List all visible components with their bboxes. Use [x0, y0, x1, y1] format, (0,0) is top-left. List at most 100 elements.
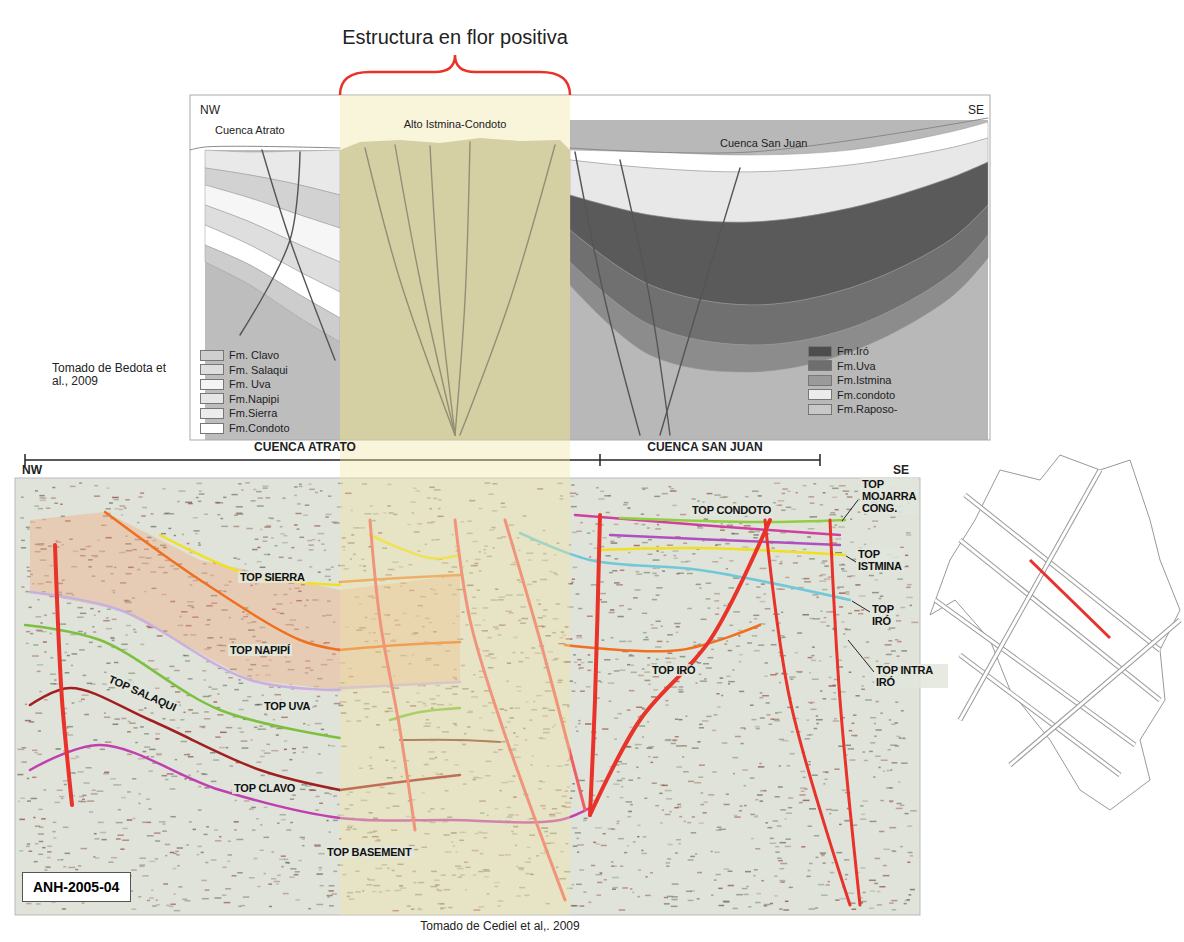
- seismic-reflector: [70, 486, 76, 488]
- seismic-reflector: [813, 618, 820, 620]
- seismic-reflector: [905, 555, 908, 557]
- seismic-reflector: [674, 555, 677, 557]
- seismic-reflector: [110, 638, 114, 640]
- seismic-reflector: [274, 694, 280, 696]
- seismic-reflector: [782, 637, 785, 639]
- seismic-reflector: [104, 672, 106, 674]
- seismic-reflector: [609, 572, 613, 574]
- seismic-reflector: [753, 875, 756, 877]
- seismic-reflector: [235, 800, 237, 802]
- seismic-reflector: [196, 763, 202, 765]
- seismic-reflector: [583, 891, 586, 893]
- seismic-reflector: [674, 739, 677, 741]
- seismic-reflector: [638, 869, 641, 871]
- illustration: [15, 55, 1180, 915]
- seismic-reflector: [742, 888, 747, 890]
- section-ground: [190, 95, 990, 440]
- seismic-reflector: [848, 613, 852, 615]
- seismic-reflector: [753, 537, 757, 539]
- seismic-reflector: [761, 583, 765, 585]
- seismic-reflector: [728, 885, 734, 887]
- seismic-reflector: [824, 565, 828, 567]
- seismic-reflector: [636, 573, 642, 575]
- seismic-reflector: [829, 685, 836, 687]
- seismic-reflector: [184, 778, 186, 780]
- seismic-reflector: [290, 798, 294, 800]
- seismic-reflector: [720, 529, 725, 531]
- seismic-reflector: [258, 497, 263, 499]
- seismic-reflector: [732, 669, 734, 671]
- seismic-reflector: [602, 833, 605, 835]
- seismic-reflector: [87, 800, 94, 802]
- seismic-reflector: [696, 682, 698, 684]
- seismic-reflector: [708, 794, 714, 796]
- seismic-reflector: [636, 767, 638, 769]
- seismic-reflector: [805, 738, 811, 740]
- seismic-reflector: [614, 670, 619, 672]
- seismic-reflector: [243, 896, 249, 898]
- seismic-reflector: [627, 664, 630, 666]
- seismic-reflector: [584, 818, 588, 820]
- seismic-reflector: [320, 885, 324, 887]
- seismic-reflector: [577, 844, 584, 846]
- seismic-reflector: [804, 581, 811, 583]
- seismic-reflector: [38, 833, 44, 835]
- seismic-reflector: [782, 493, 786, 495]
- seismic-reflector: [808, 870, 811, 872]
- seismic-reflector: [144, 746, 150, 748]
- rock-layer: [570, 235, 988, 372]
- seismic-reflector: [890, 769, 892, 771]
- seismic-reflector: [28, 607, 31, 609]
- seismic-reflector: [213, 701, 217, 703]
- seismic-reflector: [203, 679, 206, 681]
- seismic-reflector: [596, 874, 603, 876]
- seismic-reflector: [721, 523, 723, 525]
- seismic-reflector: [72, 702, 75, 704]
- seismic-reflector: [131, 908, 136, 910]
- seismic-reflector: [864, 544, 866, 546]
- seismic-reflector: [633, 597, 638, 599]
- seismic-reflector: [89, 811, 93, 813]
- seismic-reflector: [115, 718, 120, 720]
- seismic-reflector: [121, 797, 126, 799]
- seismic-reflector: [654, 575, 658, 577]
- seismic-reflector: [63, 866, 66, 868]
- seismic-reflector: [202, 670, 206, 672]
- seismic-reflector: [316, 873, 322, 875]
- seismic-reflector: [653, 559, 660, 561]
- seismic-reflector: [50, 683, 56, 685]
- seismic-reflector: [83, 782, 89, 784]
- seismic-reflector: [609, 701, 612, 703]
- seismic-reflector: [302, 751, 305, 753]
- basement-fill: [570, 120, 988, 440]
- seismic-reflector: [134, 727, 138, 729]
- seismic-reflector: [233, 526, 239, 528]
- seismic-reflector: [134, 631, 137, 633]
- seismic-reflector: [606, 512, 610, 514]
- seismic-reflector: [721, 695, 723, 697]
- seismic-reflector: [225, 888, 231, 890]
- seismic-reflector: [648, 756, 650, 758]
- seismic-reflector: [742, 769, 748, 771]
- seismic-reflector: [228, 854, 232, 856]
- seismic-reflector: [35, 490, 38, 492]
- seismic-reflector: [777, 825, 782, 827]
- seismic-reflector: [904, 903, 907, 905]
- seismic-reflector: [642, 668, 645, 670]
- seismic-reflector: [174, 670, 180, 672]
- seismic-reflector: [742, 546, 749, 548]
- seismic-reflector: [257, 561, 262, 563]
- seismic-reflector: [309, 549, 314, 551]
- seismic-reflector: [251, 500, 256, 502]
- seismic-reflector: [807, 536, 811, 538]
- seismic-reflector: [627, 845, 629, 847]
- seismic-reflector: [642, 524, 646, 526]
- seismic-reflector: [203, 774, 208, 776]
- seismic-reflector: [143, 751, 147, 753]
- seismic-reflector: [604, 879, 607, 881]
- seismic-reflector: [645, 895, 651, 897]
- seismic-reflector: [221, 526, 228, 528]
- seismic-reflector: [284, 535, 288, 537]
- seismic-reflector: [846, 745, 851, 747]
- seismic-reflector: [744, 525, 751, 527]
